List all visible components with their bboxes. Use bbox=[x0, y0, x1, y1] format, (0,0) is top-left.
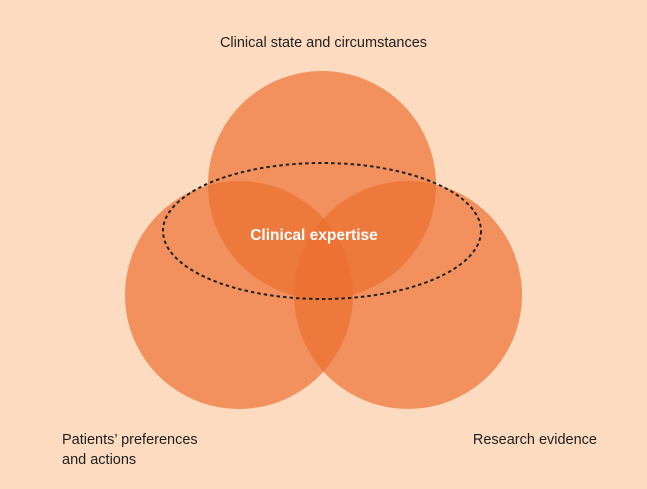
circle-patients-preferences bbox=[125, 181, 353, 409]
research-evidence-label: Research evidence bbox=[472, 432, 597, 448]
patients-preferences-label: Patients’ preferences and actions bbox=[62, 432, 198, 468]
circle-research-evidence bbox=[294, 181, 522, 409]
clinical-expertise-outline bbox=[162, 162, 482, 300]
clinical-state-label: Clinical state and circumstances bbox=[219, 35, 428, 51]
clinical-expertise-label: Clinical expertise bbox=[250, 227, 378, 244]
